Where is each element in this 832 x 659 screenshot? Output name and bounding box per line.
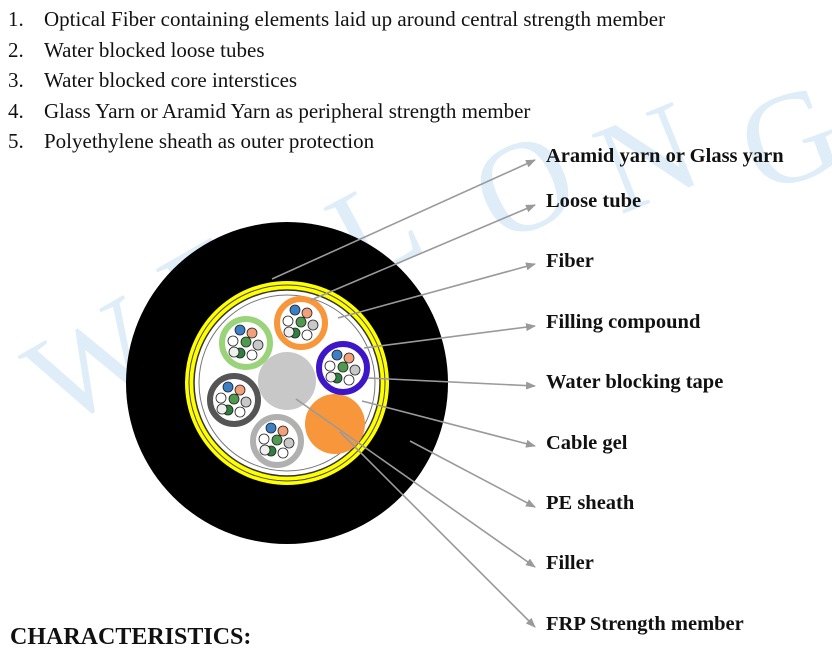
callout-cable-gel: Cable gel (546, 432, 628, 454)
optical-fiber (246, 327, 258, 339)
optical-fiber (301, 307, 313, 319)
feature-number: 2. (8, 37, 24, 62)
optical-fiber (258, 433, 270, 445)
optical-fiber (324, 360, 336, 372)
feature-text: Water blocked loose tubes (44, 37, 265, 62)
frp-strength-member (305, 394, 365, 454)
optical-fiber (301, 329, 313, 341)
leader-line (339, 431, 536, 628)
leader-lines (271, 159, 536, 628)
callout-fiber: Fiber (546, 250, 594, 272)
leader-line (310, 204, 536, 301)
feature-text: Polyethylene sheath as outer protection (44, 129, 375, 153)
leader-line (337, 262, 536, 319)
cable-gel-ring (198, 294, 376, 472)
optical-fiber (265, 422, 277, 434)
optical-fiber (252, 339, 264, 351)
callout-pe-sheath: PE sheath (546, 492, 635, 514)
loose-tubes (207, 296, 370, 468)
optical-fiber (271, 434, 283, 446)
feature-number: 5. (8, 129, 24, 153)
callout-filler: Filler (546, 552, 594, 574)
optical-fiber (289, 304, 301, 316)
optical-fiber (349, 364, 361, 376)
optical-fiber (234, 406, 246, 418)
optical-fiber (216, 403, 228, 415)
optical-fiber (295, 316, 307, 328)
leader-line (295, 398, 536, 568)
feature-item: 4. Glass Yarn or Aramid Yarn as periphera… (8, 96, 665, 127)
optical-fiber (259, 444, 271, 456)
feature-item: 1. Optical Fiber containing elements laid… (8, 4, 665, 35)
leader-line (271, 159, 536, 280)
callout-loose-tube: Loose tube (546, 190, 642, 212)
optical-fiber (234, 324, 246, 336)
optical-fiber (277, 425, 289, 437)
optical-fiber (215, 392, 227, 404)
optical-fiber (234, 384, 246, 396)
feature-number: 3. (8, 68, 24, 92)
optical-fiber (228, 346, 240, 358)
optical-fiber (282, 315, 294, 327)
optical-fiber (240, 336, 252, 348)
optical-fiber (343, 374, 355, 386)
feature-text: Glass Yarn or Aramid Yarn as peripheral … (44, 98, 531, 123)
callout-water-blocking-tape: Water blocking tape (546, 371, 724, 393)
optical-fiber (331, 349, 343, 361)
feature-text: Optical Fiber containing elements laid u… (44, 7, 666, 31)
optical-fiber (240, 396, 252, 408)
optical-fiber (228, 393, 240, 405)
filler (258, 352, 316, 410)
optical-fiber (222, 381, 234, 393)
callout-frp-strength-member: FRP Strength member (546, 613, 744, 635)
leader-line (361, 400, 536, 448)
optical-fiber (307, 319, 319, 331)
leader-line (363, 323, 536, 349)
section-heading: CHARACTERISTICS: (10, 624, 252, 650)
optical-fiber (325, 371, 337, 383)
feature-number: 4. (8, 98, 24, 123)
optical-fiber (227, 335, 239, 347)
optical-fiber (277, 447, 289, 459)
optical-fiber (343, 352, 355, 364)
callout-aramid-yarn: Aramid yarn or Glass yarn (546, 145, 784, 167)
optical-fiber (283, 326, 295, 338)
callout-filling-compound: Filling compound (546, 311, 701, 333)
yarn-border-line (188, 284, 386, 482)
feature-item: 5. Polyethylene sheath as outer protectio… (8, 126, 665, 157)
leader-line (409, 440, 536, 508)
feature-item: 3. Water blocked core interstices (8, 65, 665, 96)
optical-fiber (246, 349, 258, 361)
optical-fiber (283, 437, 295, 449)
leader-line (367, 377, 536, 390)
feature-item: 2. Water blocked loose tubes (8, 35, 665, 66)
optical-fiber (337, 361, 349, 373)
feature-text: Water blocked core interstices (44, 68, 298, 92)
feature-list: 1. Optical Fiber containing elements laid… (8, 4, 665, 157)
feature-number: 1. (8, 7, 24, 31)
